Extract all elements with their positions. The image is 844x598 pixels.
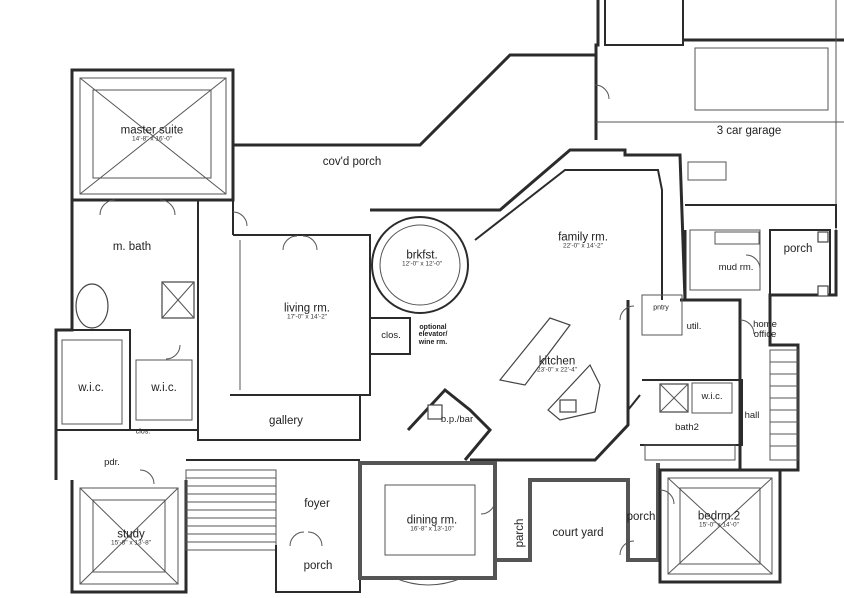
room-name: study — [117, 528, 145, 541]
room-util: util. — [686, 321, 702, 333]
room-name: dining rm. — [406, 514, 458, 527]
room-dimensions: 15'-8" x 13'-8" — [111, 539, 151, 547]
room-wic-1: w.i.c. — [78, 381, 104, 394]
room-covd-porch: cov'd porch — [322, 155, 382, 168]
room-dimensions: 15'-0" x 14'-0" — [699, 521, 739, 529]
room-foyer: foyer — [304, 497, 330, 510]
room-m-bath: m. bath — [112, 240, 152, 253]
room-family: family rm. 22'-0" x 14'-2" — [558, 232, 608, 251]
room-wic-3: w.i.c. — [701, 391, 723, 403]
room-pntry: pntry — [653, 304, 669, 312]
room-name: kitchen — [538, 355, 576, 368]
room-porch-court: porch — [626, 510, 656, 523]
room-gallery: gallery — [269, 414, 303, 427]
room-clos-small: clos. — [135, 428, 151, 436]
room-name: bedrm.2 — [697, 510, 741, 523]
room-garage: 3 car garage — [716, 124, 782, 137]
room-kitchen: kitchen 23'-0" x 22'-4" — [537, 356, 577, 375]
room-dimensions: 14'-8" x 16'-0" — [132, 135, 172, 143]
room-clos: clos. — [381, 330, 401, 342]
room-porch-front: porch — [303, 559, 333, 572]
room-dimensions: 12'-0" x 12'-0" — [402, 260, 442, 268]
room-master-suite: master suite 14'-8" x 16'-0" — [121, 125, 184, 144]
room-court-yard: court yard — [552, 526, 604, 539]
room-bp-bar: b.p./bar — [440, 414, 474, 426]
room-home-office: home office — [753, 319, 777, 340]
stairs-right — [769, 349, 799, 461]
room-pdr: pdr. — [104, 457, 120, 469]
room-bath2: bath2 — [675, 422, 699, 434]
room-dimensions: 22'-0" x 14'-2" — [563, 242, 603, 250]
room-porch-right: porch — [783, 242, 813, 255]
room-name: living rm. — [283, 302, 331, 315]
room-parch: parch — [513, 518, 526, 548]
room-dimensions: 17'-0" x 14'-2" — [287, 313, 327, 321]
room-hall: hall — [744, 410, 760, 422]
exterior-walls — [54, 0, 844, 594]
room-wic-2: w.i.c. — [151, 381, 177, 394]
room-living: living rm. 17'-0" x 14'-2" — [284, 303, 330, 322]
room-mud: mud rm. — [718, 262, 754, 274]
room-name: family rm. — [558, 231, 608, 244]
room-dimensions: 23'-0" x 22'-4" — [537, 366, 577, 374]
room-name: master suite — [120, 124, 184, 137]
room-dimensions: 16'-8" x 13'-10" — [410, 525, 454, 533]
room-elevator: optional elevator/ wine rm. — [418, 323, 448, 346]
room-brkfst: brkfst. 12'-0" x 12'-0" — [402, 250, 442, 269]
room-name: brkfst. — [406, 249, 438, 262]
room-bedrm2: bedrm.2 15'-0" x 14'-0" — [698, 511, 740, 530]
room-study: study 15'-8" x 13'-8" — [111, 529, 151, 548]
stairs-left — [186, 477, 276, 543]
room-dining: dining rm. 16'-8" x 13'-10" — [407, 515, 458, 534]
